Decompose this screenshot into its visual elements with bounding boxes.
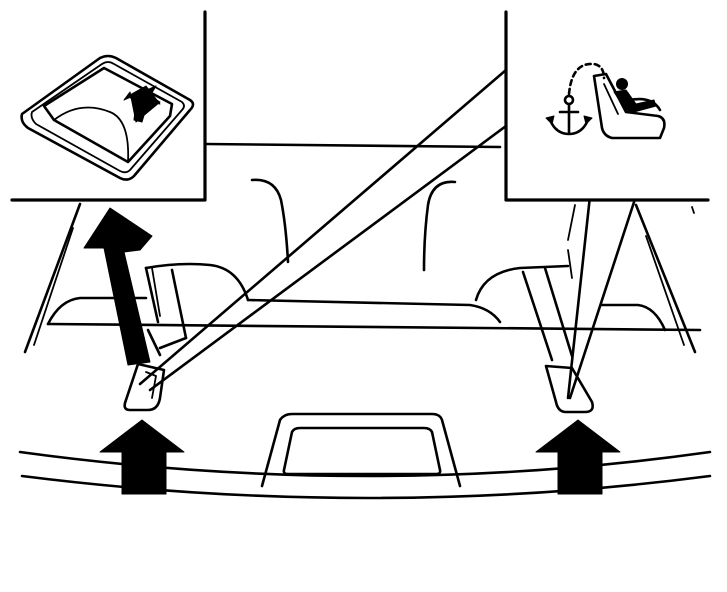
up-arrow-icon	[99, 419, 185, 495]
callout-arrow-left	[83, 207, 153, 366]
anchor-cover-detail-icon	[20, 54, 195, 181]
rear-seat-scene	[18, 142, 712, 500]
leader-lines	[138, 68, 638, 400]
tether-symbol-callout	[504, 0, 727, 202]
child-seat-tether-anchor-icon	[545, 62, 666, 140]
indicator-arrow-left	[99, 419, 185, 495]
indicator-arrow-right	[535, 419, 621, 495]
up-arrow-icon	[535, 419, 621, 495]
cover-detail-callout	[0, 0, 207, 202]
up-arrow-icon	[83, 207, 153, 366]
